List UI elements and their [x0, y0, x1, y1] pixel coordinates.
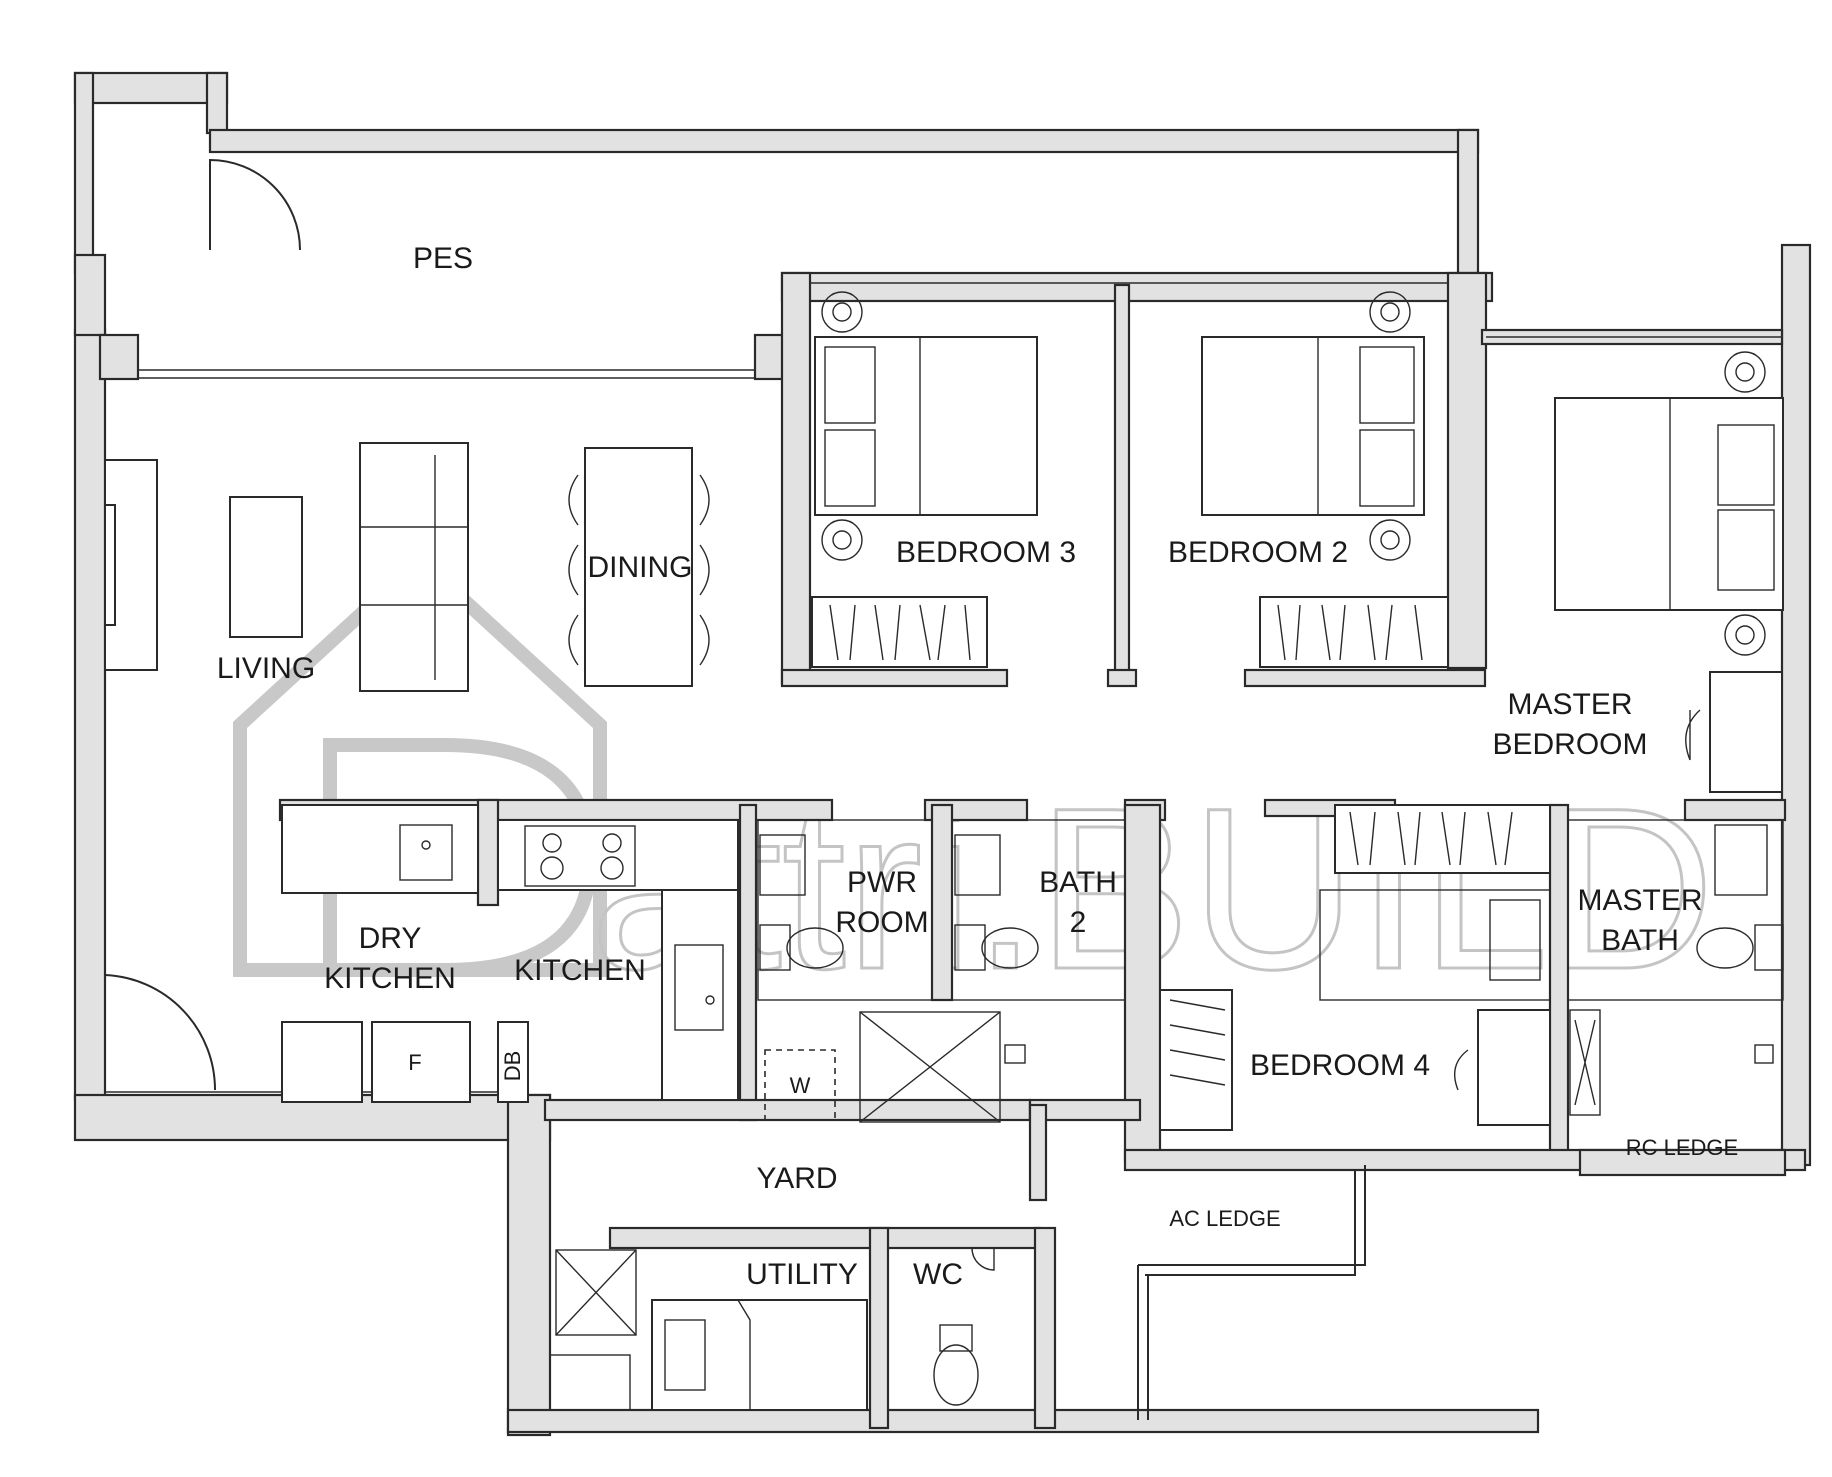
- utility-wc-fixtures: [549, 1247, 995, 1411]
- kitchen-fixtures: [281, 804, 739, 1103]
- fridge-box: [371, 1021, 471, 1103]
- label-dining: DINING: [588, 551, 693, 584]
- bedroom3-furniture: [811, 291, 1038, 668]
- label-yard: YARD: [756, 1162, 837, 1195]
- utility-bed: [651, 1299, 868, 1411]
- label-db: DB: [500, 1051, 525, 1082]
- label-rc-ledge: RC LEDGE: [1626, 1135, 1738, 1160]
- label-living: LIVING: [217, 652, 315, 685]
- walls: [73, 71, 1812, 1437]
- master-bedroom-furniture: [1554, 351, 1784, 793]
- label-utility: UTILITY: [746, 1258, 858, 1291]
- bedroom2-wardrobe: [1259, 596, 1449, 668]
- label-kitchen: KITCHEN: [514, 954, 646, 987]
- kitchen-counter: [497, 819, 739, 891]
- label-dry-kitchen-1: DRY: [359, 922, 422, 955]
- bathroom-fixtures: [757, 819, 1784, 1123]
- dining-table: [584, 447, 693, 687]
- label-bath2-2: 2: [1070, 906, 1087, 939]
- living-furniture: [104, 442, 710, 692]
- doors: [104, 158, 301, 1091]
- pes-door: [209, 158, 301, 251]
- label-bedroom2: BEDROOM 2: [1168, 536, 1348, 569]
- label-master-bath-2: BATH: [1601, 924, 1679, 957]
- db-box: [497, 1021, 529, 1103]
- label-master-bedroom-2: BEDROOM: [1492, 728, 1647, 761]
- label-bedroom4: BEDROOM 4: [1250, 1049, 1430, 1082]
- label-bedroom3: BEDROOM 3: [896, 536, 1076, 569]
- label-dry-kitchen-2: KITCHEN: [324, 962, 456, 995]
- entrance-door: [104, 974, 217, 1091]
- label-pes: PES: [413, 242, 473, 275]
- label-washer: W: [790, 1073, 811, 1098]
- label-master-bedroom-1: MASTER: [1507, 688, 1632, 721]
- label-bath2-1: BATH: [1039, 866, 1117, 899]
- coffee-table: [229, 496, 303, 638]
- bedroom2-furniture: [1201, 291, 1449, 668]
- label-ac-ledge: AC LEDGE: [1169, 1206, 1280, 1231]
- sofa: [359, 442, 469, 692]
- master-desk: [1709, 671, 1783, 793]
- bedroom4-furniture: [1159, 804, 1551, 1131]
- label-pwr-room-1: PWR: [847, 866, 917, 899]
- label-wc: WC: [913, 1258, 963, 1291]
- label-fridge: F: [408, 1050, 421, 1075]
- bedroom4-desk: [1477, 1009, 1551, 1126]
- room-labels: PES LIVING DINING BEDROOM 3 BEDROOM 2 MA…: [217, 242, 1738, 1291]
- dry-kitchen-counter: [281, 804, 479, 894]
- label-pwr-room-2: ROOM: [835, 906, 928, 939]
- label-master-bath-1: MASTER: [1577, 884, 1702, 917]
